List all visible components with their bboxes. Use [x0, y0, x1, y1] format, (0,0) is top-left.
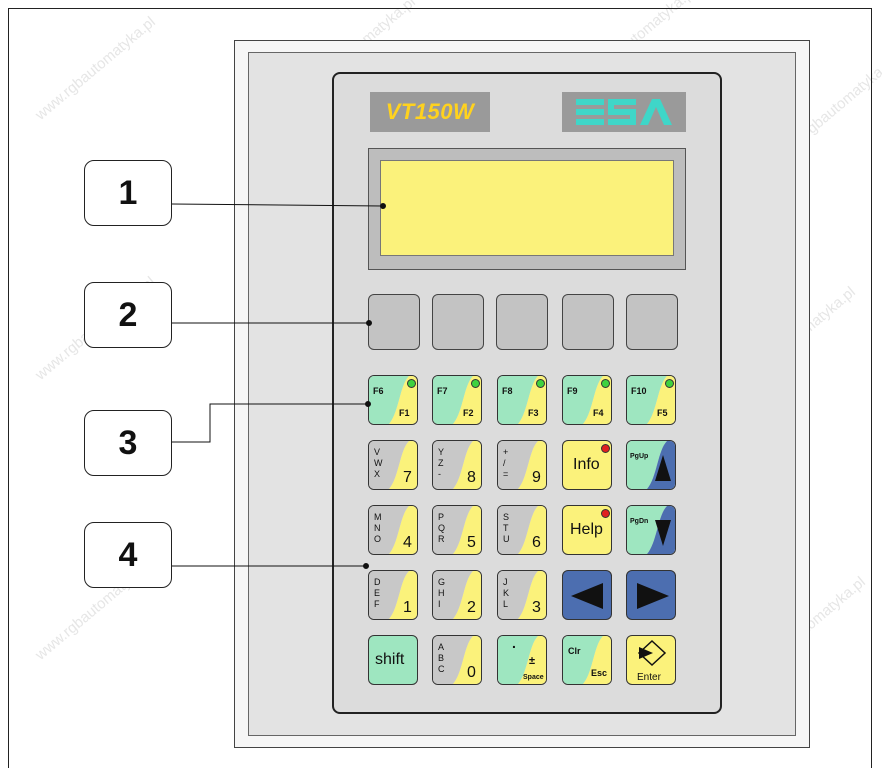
leader-line-3 [172, 403, 368, 443]
key-top-label: F10 [631, 386, 647, 396]
key-digit: 9 [532, 469, 541, 486]
key-6[interactable]: S T U 6 [497, 505, 547, 555]
softkey-5[interactable] [626, 294, 678, 350]
callout-4: 4 [84, 522, 172, 588]
softkey-1[interactable] [368, 294, 420, 350]
key-bottom-label: Space [523, 674, 544, 681]
key-digit: 2 [467, 599, 476, 616]
callout-2: 2 [84, 282, 172, 348]
led-indicator [665, 379, 674, 388]
pgup-label: PgUp [630, 453, 649, 460]
key-3[interactable]: J K L 3 [497, 570, 547, 620]
key-bottom-label: F4 [593, 408, 604, 418]
function-key-f5[interactable]: F10 F5 [626, 375, 676, 425]
callout-1: 1 [84, 160, 172, 226]
key-digit: 8 [467, 469, 476, 486]
enter-key-label: Enter [637, 672, 661, 683]
leader-dot-4 [363, 563, 369, 569]
key-top-label: F7 [437, 386, 448, 396]
arrow-right-key[interactable] [626, 570, 676, 620]
softkey-4[interactable] [562, 294, 614, 350]
leader-line-1 [171, 203, 384, 207]
key-8[interactable]: Y Z - 8 [432, 440, 482, 490]
key-9[interactable]: + / = 9 [497, 440, 547, 490]
key-letters: Y Z - [438, 447, 445, 479]
leader-dot-2 [366, 320, 372, 326]
shift-key[interactable]: shift [368, 635, 418, 685]
led-indicator [601, 509, 610, 518]
key-top-label: F6 [373, 386, 384, 396]
key-letters: S T U [503, 512, 510, 544]
info-key[interactable]: Info [562, 440, 612, 490]
clear-escape-key[interactable]: Clr Esc [562, 635, 612, 685]
key-digit: 3 [532, 599, 541, 616]
led-indicator [536, 379, 545, 388]
callout-3: 3 [84, 410, 172, 476]
key-top-label: F8 [502, 386, 513, 396]
key-bottom-label: F5 [657, 408, 668, 418]
key-0[interactable]: A B C 0 [432, 635, 482, 685]
key-bottom-label: F3 [528, 408, 539, 418]
function-key-f3[interactable]: F8 F3 [497, 375, 547, 425]
leader-dot-1 [380, 203, 386, 209]
key-bottom-label: F2 [463, 408, 474, 418]
arrow-right-icon [637, 583, 669, 609]
key-top-label: . [512, 635, 516, 651]
key-5[interactable]: P Q R 5 [432, 505, 482, 555]
key-letters: + / = [503, 447, 509, 479]
led-indicator [601, 379, 610, 388]
arrow-left-icon [571, 583, 603, 609]
esa-logo-icon [576, 99, 672, 125]
help-key-label: Help [570, 521, 603, 538]
arrow-left-key[interactable] [562, 570, 612, 620]
key-1[interactable]: D E F 1 [368, 570, 418, 620]
key-bottom-label: Esc [591, 668, 608, 678]
key-letters: G H I [438, 577, 446, 609]
enter-icon [637, 639, 667, 667]
softkey-3[interactable] [496, 294, 548, 350]
key-letters: V W X [374, 447, 383, 479]
page-down-key[interactable]: PgDn [626, 505, 676, 555]
key-digit: 4 [403, 534, 412, 551]
key-digit: 1 [403, 599, 412, 616]
pgdn-label: PgDn [630, 518, 649, 525]
key-top-label: Clr [568, 646, 581, 656]
function-key-f2[interactable]: F7 F2 [432, 375, 482, 425]
softkey-2[interactable] [432, 294, 484, 350]
help-key[interactable]: Help [562, 505, 612, 555]
arrow-down-icon [655, 520, 671, 546]
page-up-key[interactable]: PgUp [626, 440, 676, 490]
info-key-label: Info [573, 456, 600, 473]
key-top-label: F9 [567, 386, 578, 396]
leader-dot-3 [365, 401, 371, 407]
model-label: VT150W [370, 92, 490, 132]
key-letters: M N O [374, 512, 382, 544]
enter-key[interactable]: Enter [626, 635, 676, 685]
key-digit: 5 [467, 534, 476, 551]
function-key-f1[interactable]: F6 F1 [368, 375, 418, 425]
key-bottom-label: F1 [399, 408, 410, 418]
led-indicator [471, 379, 480, 388]
key-4[interactable]: M N O 4 [368, 505, 418, 555]
arrow-up-icon [655, 455, 671, 481]
key-letters: P Q R [438, 512, 446, 544]
key-digit: 6 [532, 534, 541, 551]
dot-space-key[interactable]: . ± Space [497, 635, 547, 685]
figure-frame [8, 8, 872, 768]
shift-key-label: shift [375, 651, 405, 668]
key-letters: J K L [503, 577, 510, 609]
function-key-f4[interactable]: F9 F4 [562, 375, 612, 425]
key-2[interactable]: G H I 2 [432, 570, 482, 620]
key-letters: D E F [374, 577, 381, 609]
brand-logo [562, 92, 686, 132]
key-mid-label: ± [529, 655, 536, 667]
led-indicator [601, 444, 610, 453]
key-letters: A B C [438, 642, 445, 674]
led-indicator [407, 379, 416, 388]
key-7[interactable]: V W X 7 [368, 440, 418, 490]
key-digit: 7 [403, 469, 412, 486]
lcd-display [380, 160, 674, 256]
key-digit: 0 [467, 664, 476, 681]
